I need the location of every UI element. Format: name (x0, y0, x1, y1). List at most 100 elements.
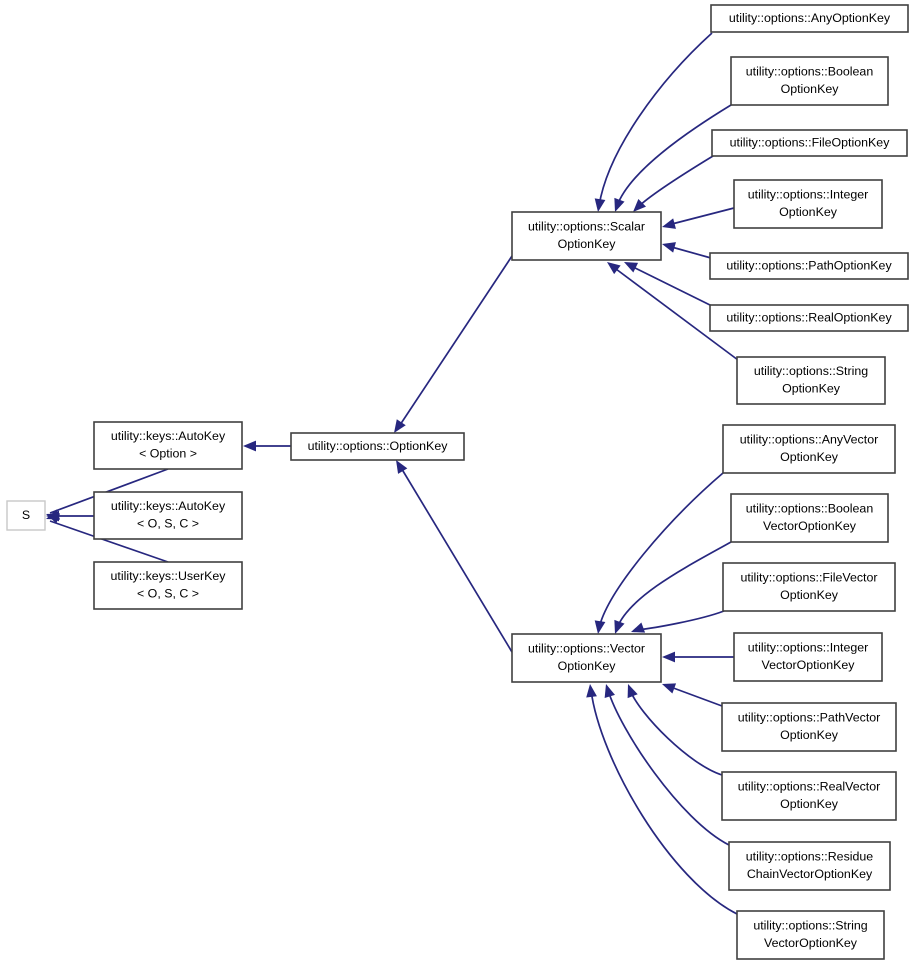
class-node-autokey-osc[interactable]: utility::keys::AutoKey< O, S, C > (93, 491, 243, 540)
inheritance-arrowhead (586, 684, 597, 698)
inheritance-arrowhead (662, 651, 675, 663)
class-node-box[interactable] (290, 432, 465, 461)
class-node-real[interactable]: utility::options::RealOptionKey (709, 304, 909, 332)
class-node-box[interactable] (93, 421, 243, 470)
class-node-file[interactable]: utility::options::FileOptionKey (711, 129, 908, 157)
class-node-label: utility::options::Boolean (746, 502, 874, 516)
class-node-label: utility::options::PathVector (738, 711, 881, 725)
class-node-vector[interactable]: utility::options::VectorOptionKey (511, 633, 662, 683)
class-node-label: utility::options::String (753, 919, 867, 933)
class-node-box[interactable] (736, 910, 885, 960)
class-node-label: VectorOptionKey (763, 519, 857, 533)
class-node-box[interactable] (93, 491, 243, 540)
edge-line (598, 32, 713, 207)
class-node-box[interactable] (730, 56, 889, 106)
class-node-any[interactable]: utility::options::AnyOptionKey (710, 4, 909, 33)
edge-line (628, 264, 713, 307)
class-node-label: utility::options::RealOptionKey (726, 310, 892, 324)
class-node-label: utility::options::Boolean (746, 65, 874, 79)
edge-line (667, 245, 712, 259)
edge-line (636, 610, 725, 631)
edge-e-filevector-vector (631, 610, 725, 633)
class-node-label: utility::options::AnyOptionKey (729, 11, 891, 25)
edge-line (397, 255, 513, 429)
class-node-box[interactable] (733, 632, 883, 682)
class-node-box[interactable] (511, 633, 662, 683)
class-node-label: utility::options::OptionKey (308, 439, 449, 453)
class-node-box[interactable] (710, 4, 909, 33)
class-node-box[interactable] (733, 179, 883, 229)
edge-line (616, 104, 732, 207)
class-node-label: utility::options::Integer (748, 188, 869, 202)
class-node-label: OptionKey (558, 659, 617, 673)
edge-line (598, 472, 724, 629)
edge-line (629, 689, 723, 776)
class-node-label: < O, S, C > (137, 517, 199, 531)
inheritance-arrowhead (662, 242, 676, 253)
class-node-box[interactable] (721, 702, 897, 752)
class-node-box[interactable] (721, 771, 897, 821)
class-node-optionkey[interactable]: utility::options::OptionKey (290, 432, 465, 461)
edge-e-realvector-vector (627, 684, 723, 776)
class-node-label: utility::options::Residue (746, 850, 874, 864)
edge-e-vector-optionkey (396, 460, 513, 653)
edge-e-booleanvector-vector (614, 541, 732, 634)
class-node-box[interactable] (711, 129, 908, 157)
class-node-box[interactable] (93, 561, 243, 610)
class-node-box[interactable] (709, 252, 909, 280)
inheritance-arrowhead (633, 198, 647, 212)
edge-line (667, 207, 735, 226)
class-node-label: OptionKey (780, 797, 839, 811)
inheritance-arrowhead (243, 440, 256, 452)
class-node-box[interactable] (722, 424, 896, 474)
class-node-box[interactable] (722, 562, 896, 612)
class-node-label: utility::options::Scalar (528, 220, 645, 234)
class-node-label: utility::keys::AutoKey (111, 499, 226, 513)
class-node-label: ChainVectorOptionKey (747, 867, 873, 881)
class-node-residue-chain-vector[interactable]: utility::options::ResidueChainVectorOpti… (728, 841, 891, 891)
class-node-autokey-option[interactable]: utility::keys::AutoKey< Option > (93, 421, 243, 470)
class-node-userkey-osc[interactable]: utility::keys::UserKey< O, S, C > (93, 561, 243, 610)
class-node-box[interactable] (730, 493, 889, 543)
class-node-label: OptionKey (779, 205, 838, 219)
class-node-box[interactable] (511, 211, 662, 261)
edge-e-path-scalar (662, 242, 712, 259)
edge-line (49, 520, 169, 563)
inheritance-arrowhead (396, 460, 408, 474)
inheritance-arrowhead (594, 620, 606, 634)
inheritance-arrowhead (46, 509, 61, 520)
class-node-label: OptionKey (781, 82, 840, 96)
class-node-label: OptionKey (780, 728, 839, 742)
inheritance-arrowhead (662, 683, 677, 694)
class-node-label: utility::options::RealVector (738, 780, 881, 794)
inheritance-arrowhead (614, 197, 625, 212)
class-node-s[interactable]: S (6, 500, 46, 531)
class-node-box[interactable] (6, 500, 46, 531)
class-node-label: utility::options::PathOptionKey (726, 258, 892, 272)
class-node-path[interactable]: utility::options::PathOptionKey (709, 252, 909, 280)
edge-e-string-scalar (607, 262, 739, 361)
class-node-label: OptionKey (780, 588, 839, 602)
class-node-label: < Option > (139, 447, 197, 461)
class-node-box[interactable] (728, 841, 891, 891)
class-node-label: utility::options::FileOptionKey (730, 135, 891, 149)
class-node-label: OptionKey (782, 382, 841, 396)
edge-e-optionkey-autokey (243, 440, 291, 452)
class-node-label: S (22, 508, 30, 522)
class-node-box[interactable] (736, 356, 886, 405)
class-node-box[interactable] (709, 304, 909, 332)
edge-e-stringvector-vector (586, 684, 738, 915)
class-node-label: < O, S, C > (137, 587, 199, 601)
